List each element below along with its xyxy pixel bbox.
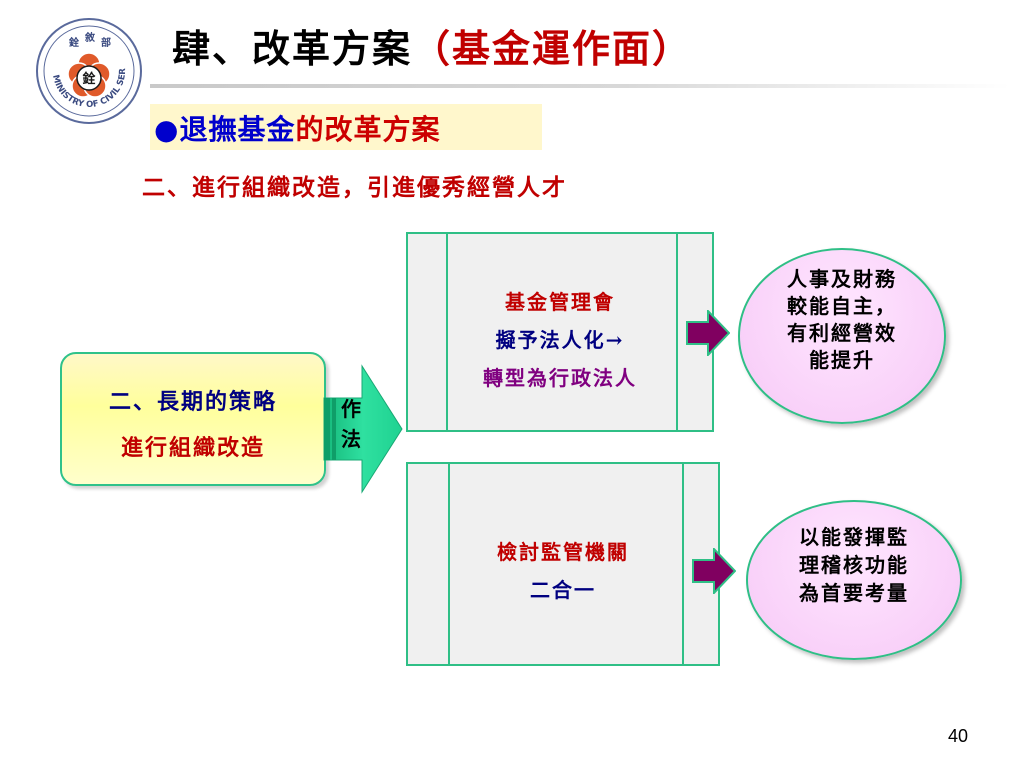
action-panel-1: 基金管理會 擬予法人化→ 轉型為行政法人 bbox=[406, 232, 714, 432]
strategy-line2: 進行組織改造 bbox=[120, 435, 265, 461]
plum-blossom-icon bbox=[67, 52, 111, 98]
bullet-heading: ●退撫基金的改革方案 bbox=[154, 108, 440, 148]
bullet-part2: 的改革方案 bbox=[295, 113, 441, 146]
method-char-1: 作 bbox=[341, 397, 361, 421]
outcome2-line1: 以能發揮監 bbox=[799, 525, 909, 549]
seal-char-3: 部 bbox=[101, 36, 111, 49]
bullet-dot-icon: ● bbox=[154, 113, 180, 146]
strategy-box: 二、長期的策略 進行組織改造 bbox=[60, 352, 326, 486]
bullet-highlight bbox=[150, 104, 542, 150]
section-subtitle: 二、進行組織改造，引進優秀經營人才 bbox=[142, 174, 567, 201]
title-underline bbox=[150, 84, 1010, 88]
panel2-line2: 二合一 bbox=[530, 578, 596, 602]
panel1-line3: 轉型為行政法人 bbox=[483, 366, 637, 390]
title-paren: （基金運作面） bbox=[412, 26, 693, 71]
title-main: 肆、改革方案 bbox=[172, 26, 413, 71]
ministry-seal-logo: MINISTRY OF CIVIL SERVICE 銓 敘 部 銓 bbox=[34, 16, 142, 124]
outcome-ellipse-1: 人事及財務 較能自主， 有利經營效 能提升 bbox=[738, 248, 946, 424]
outcome2-line2: 理稽核功能 bbox=[799, 553, 909, 577]
seal-char-2: 敘 bbox=[84, 31, 96, 44]
method-char-2: 法 bbox=[341, 427, 361, 451]
method-label: 作 法 bbox=[334, 394, 368, 454]
outcome2-line3: 為首要考量 bbox=[799, 581, 909, 605]
page-number: 40 bbox=[947, 726, 968, 746]
page-title: 肆、改革方案（基金運作面） bbox=[172, 18, 692, 73]
panel1-line1: 基金管理會 bbox=[505, 290, 615, 314]
outcome1-line4: 能提升 bbox=[809, 348, 875, 372]
panel1-line2: 擬予法人化→ bbox=[495, 328, 625, 352]
bullet-part1: 退撫基金 bbox=[179, 113, 296, 146]
outcome1-line1: 人事及財務 bbox=[787, 267, 897, 291]
outcome1-line3: 有利經營效 bbox=[787, 321, 897, 345]
panel2-line1: 檢討監管機關 bbox=[497, 540, 629, 564]
action-panel-2: 檢討監管機關 二合一 bbox=[406, 462, 720, 666]
result-arrow-icon-1 bbox=[686, 310, 730, 356]
strategy-line1: 二、長期的策略 bbox=[108, 389, 277, 415]
seal-char-1: 銓 bbox=[69, 36, 79, 49]
outcome1-line2: 較能自主， bbox=[787, 294, 897, 318]
method-arrow-icon bbox=[323, 364, 403, 494]
seal-center-char: 銓 bbox=[82, 71, 95, 87]
outcome-ellipse-2: 以能發揮監 理稽核功能 為首要考量 bbox=[746, 500, 962, 660]
result-arrow-icon-2 bbox=[692, 548, 736, 594]
